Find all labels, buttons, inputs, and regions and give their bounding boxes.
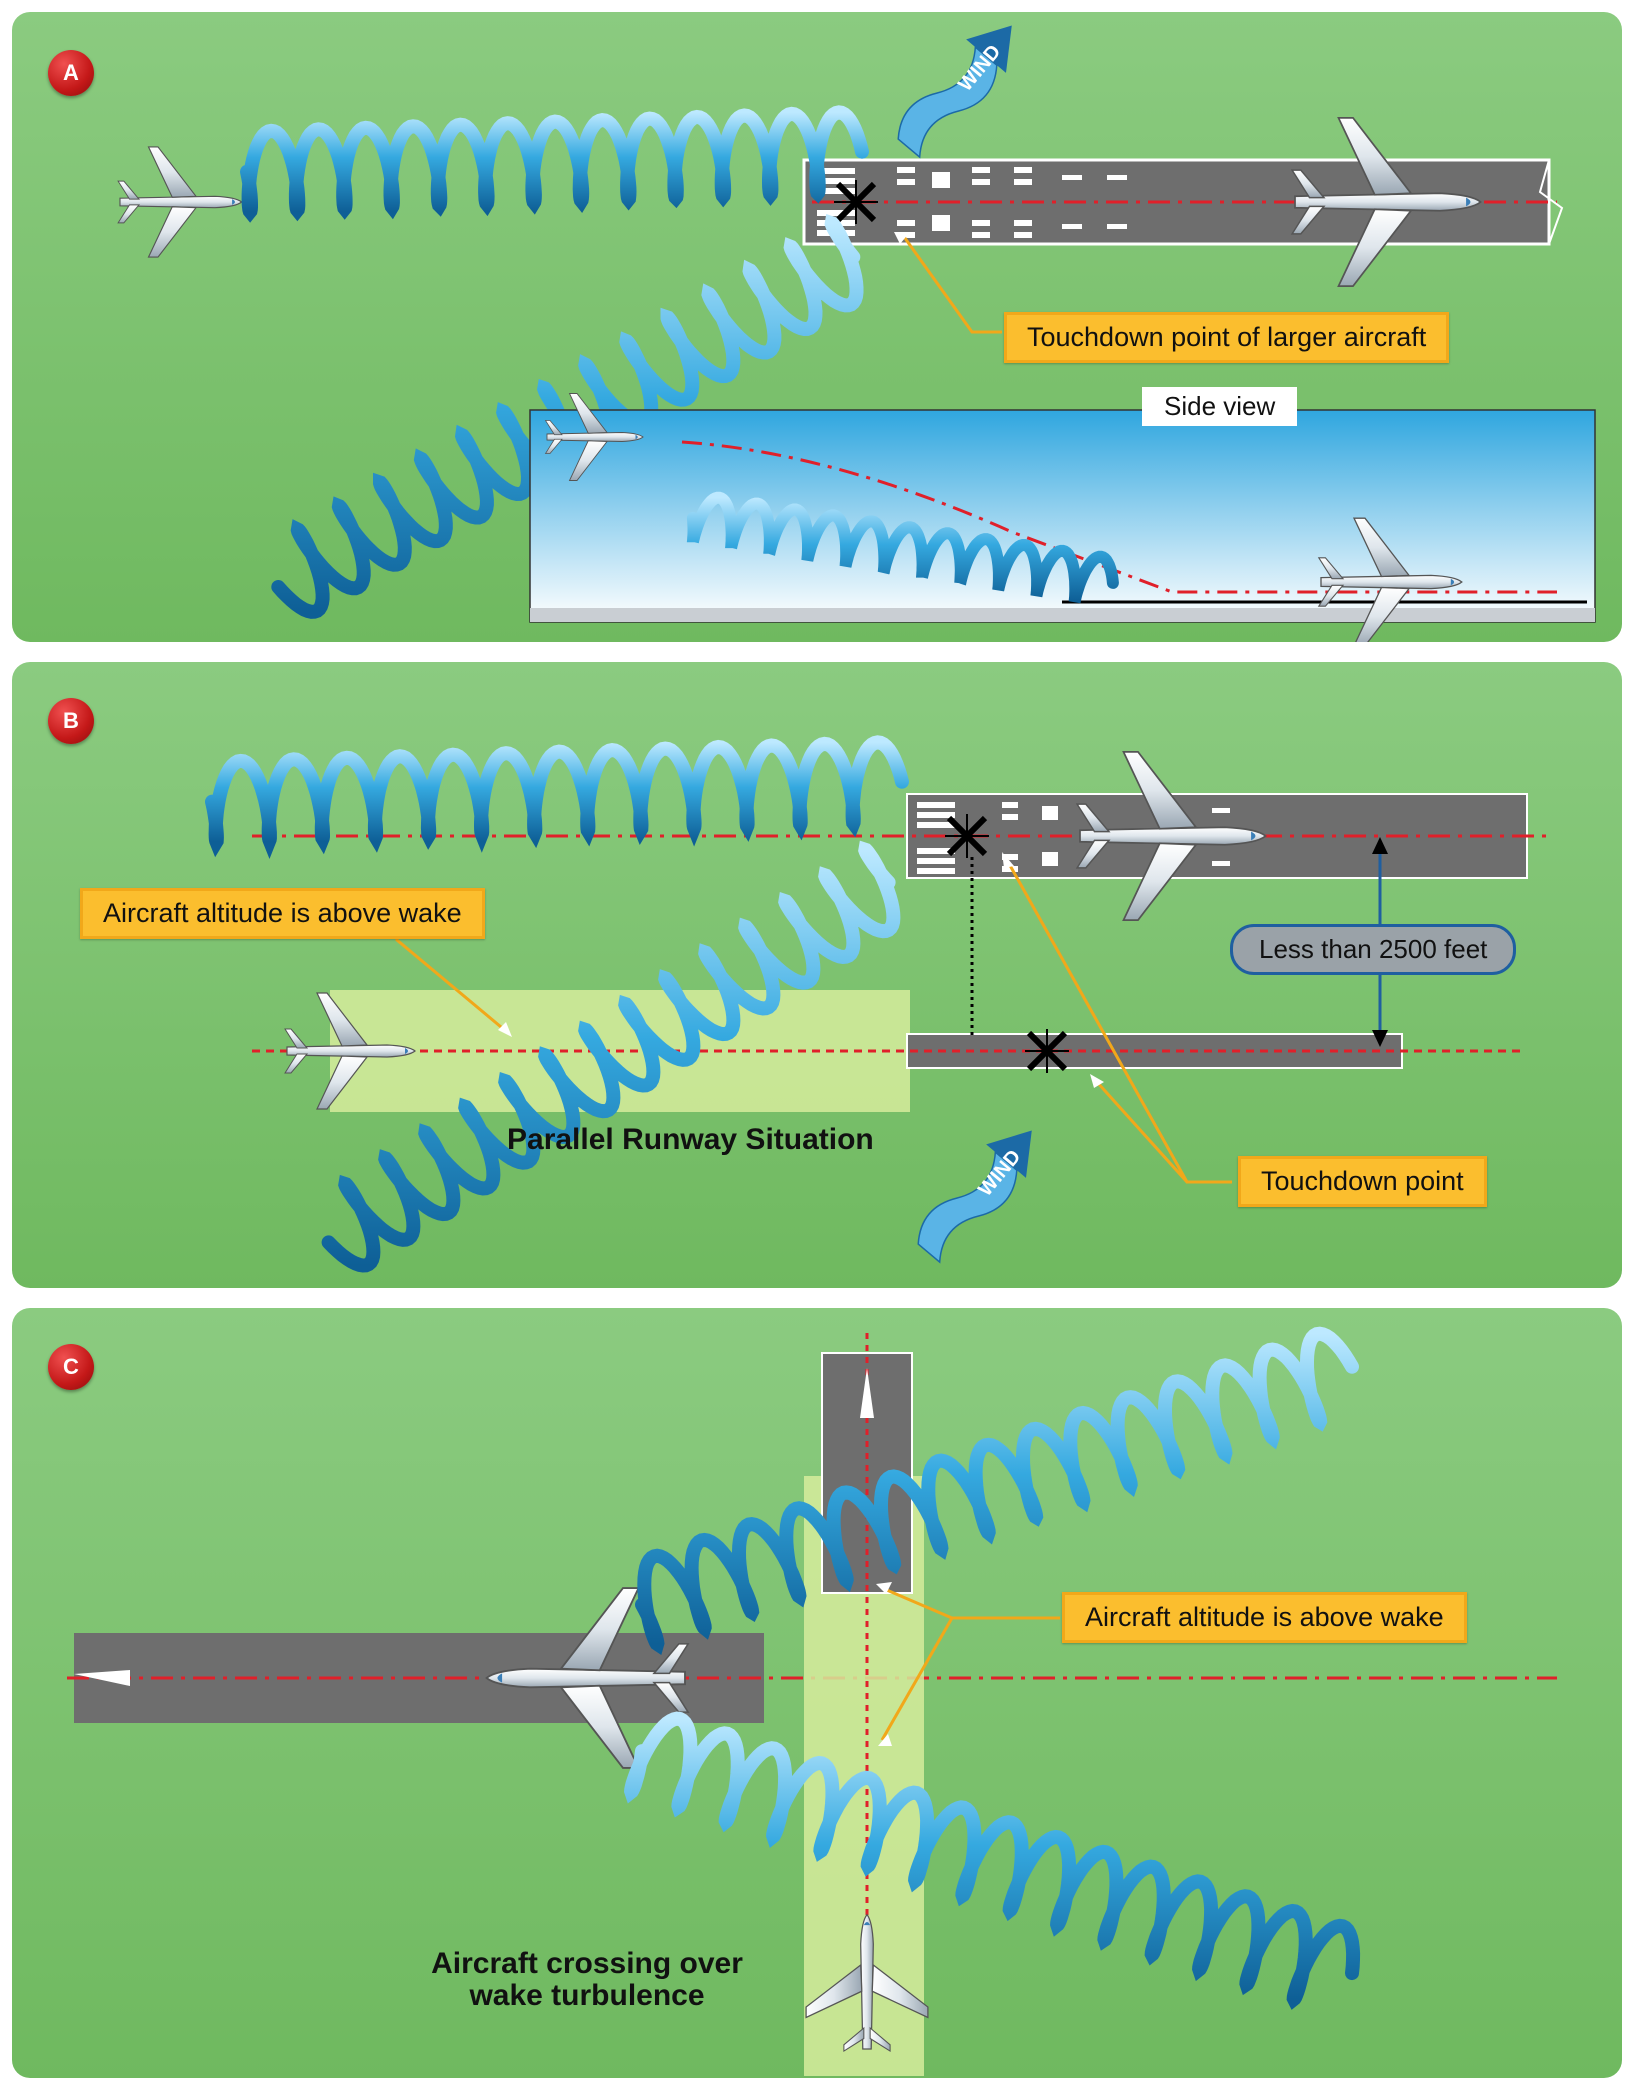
wake-vortex-upper bbox=[205, 735, 909, 859]
callout-altitude-above-wake: Aircraft altitude is above wake bbox=[80, 888, 485, 939]
distance-label: Less than 2500 feet bbox=[1230, 924, 1517, 975]
callout-altitude-above-wake-c: Aircraft altitude is above wake bbox=[1062, 1592, 1467, 1643]
wind-arrow-icon: WIND bbox=[888, 12, 1033, 166]
panel-b-badge: B bbox=[48, 698, 94, 744]
main-touchdown-marker-icon bbox=[945, 814, 989, 858]
parallel-touchdown-marker-icon bbox=[1025, 1029, 1069, 1073]
side-view-label: Side view bbox=[1142, 387, 1298, 426]
callout-touchdown-larger-aircraft: Touchdown point of larger aircraft bbox=[1004, 312, 1450, 363]
panel-b: WIND B Aircraft altitude is above wake L… bbox=[12, 662, 1622, 1288]
wake-vortex-upper bbox=[240, 105, 869, 223]
panel-a: WIND A Touchdown point of larger aircraf… bbox=[12, 12, 1622, 642]
wind-arrow-icon: WIND bbox=[908, 1113, 1053, 1271]
panel-c: C Aircraft altitude is above wake Aircra… bbox=[12, 1308, 1622, 2078]
small-aircraft-icon bbox=[117, 146, 243, 258]
panel-c-diagram bbox=[67, 1326, 1557, 2076]
caption-line-2: wake turbulence bbox=[469, 1978, 705, 2012]
caption-crossing-over-wake: Aircraft crossing over wake turbulence bbox=[407, 1948, 767, 2011]
caption-parallel-runway: Parallel Runway Situation bbox=[507, 1123, 874, 1156]
glide-path bbox=[681, 440, 1557, 594]
wake-vortex-upper bbox=[635, 1326, 1359, 1656]
threshold-markings bbox=[917, 802, 1230, 874]
wake-vortex-lower bbox=[321, 840, 901, 1273]
side-view-wake-vortex bbox=[686, 491, 1119, 604]
panel-a-badge: A bbox=[48, 50, 94, 96]
touchdown-marker-icon bbox=[834, 180, 878, 224]
callout-touchdown-point: Touchdown point bbox=[1238, 1156, 1487, 1207]
wake-vortex-lower bbox=[624, 1711, 1361, 2010]
panel-c-badge: C bbox=[48, 1344, 94, 1390]
callout-leader bbox=[900, 233, 1002, 334]
caption-line-1: Aircraft crossing over bbox=[431, 1947, 743, 1980]
panel-b-diagram: WIND bbox=[205, 735, 1547, 1273]
panel-a-diagram: WIND bbox=[117, 12, 1596, 642]
